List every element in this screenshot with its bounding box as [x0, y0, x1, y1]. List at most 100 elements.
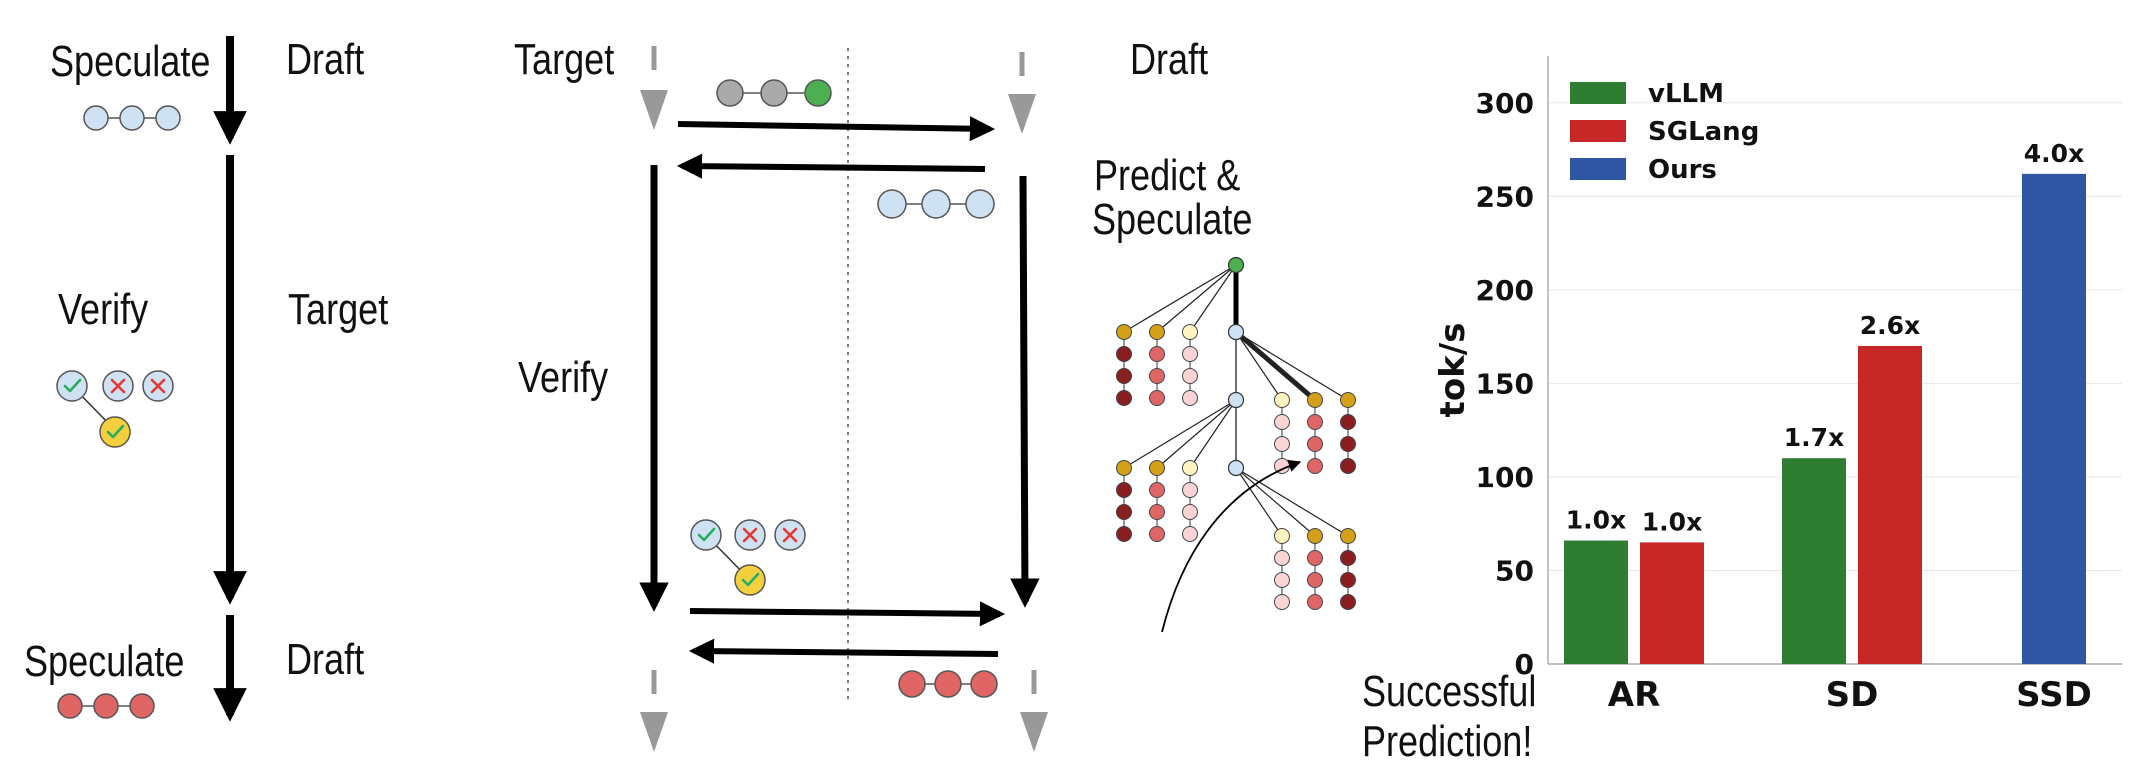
bar-sglang-ar — [1640, 542, 1704, 664]
bar-vllm-sd — [1782, 458, 1846, 664]
bonus-token — [99, 416, 131, 448]
predict-label: Predict & Speculate — [1092, 151, 1252, 244]
draft-label-bottom: Draft — [286, 635, 364, 684]
tree-node — [1149, 460, 1165, 476]
data-label: 2.6x — [1860, 311, 1920, 340]
draft-label: Draft — [1130, 35, 1208, 84]
bar-sglang-sd — [1858, 345, 1922, 664]
bonus-token — [804, 79, 832, 107]
tree-node — [1340, 458, 1356, 474]
legend-swatch — [1570, 82, 1626, 104]
tree-node — [1340, 528, 1356, 544]
y-tick-label: 250 — [1476, 180, 1534, 213]
legend-swatch — [1570, 158, 1626, 180]
tree-node — [1116, 526, 1132, 542]
draft-token — [57, 693, 83, 719]
tree-node — [1307, 436, 1323, 452]
y-tick-label: 200 — [1476, 274, 1534, 307]
cache-hit-return-arrow — [688, 638, 999, 664]
verify-label: Verify — [58, 285, 149, 334]
continuation-arrow-top-right — [1008, 52, 1036, 134]
tree-node — [1274, 436, 1290, 452]
tree-node — [1274, 392, 1290, 408]
draft-token — [83, 105, 109, 131]
speculated-tokens — [877, 189, 995, 219]
tree-node — [1274, 594, 1290, 610]
verification-result — [56, 370, 174, 448]
draft-label-top: Draft — [286, 35, 364, 84]
continuation-arrow-bottom-right — [1020, 670, 1048, 752]
tree-node — [1182, 346, 1198, 362]
committed-token — [760, 79, 788, 107]
accepted-token — [690, 519, 722, 551]
send-to-draft-arrow-2 — [689, 601, 1006, 627]
tree-node — [1116, 368, 1132, 384]
tree-node — [1149, 368, 1165, 384]
draft-token — [970, 670, 998, 698]
continuation-arrow-top-left — [640, 46, 668, 130]
tree-node — [1182, 482, 1198, 498]
speculate-label-top: Speculate — [50, 37, 210, 86]
draft-token — [155, 105, 181, 131]
tree-node — [1149, 482, 1165, 498]
accepted-prefix-tokens — [716, 79, 832, 107]
tree-spine-node — [1227, 323, 1245, 341]
committed-token — [716, 79, 744, 107]
tree-node — [1340, 436, 1356, 452]
tree-node — [1182, 368, 1198, 384]
tree-node — [1274, 528, 1290, 544]
draft-token — [921, 189, 951, 219]
y-tick-label: 150 — [1476, 367, 1534, 400]
draft-token — [877, 189, 907, 219]
predict-label-line2: Speculate — [1092, 195, 1252, 244]
draft-token — [129, 693, 155, 719]
tree-node — [1340, 594, 1356, 610]
speculation-tree — [1116, 256, 1356, 610]
x-tick-label: SD — [1826, 675, 1879, 715]
x-tick-label: SSD — [2016, 675, 2092, 715]
speculate-label-bottom: Speculate — [24, 637, 184, 686]
tree-node — [1149, 526, 1165, 542]
cached-tokens — [898, 670, 998, 698]
tree-node — [1182, 504, 1198, 520]
tree-node — [1149, 390, 1165, 406]
tree-node — [1149, 504, 1165, 520]
predict-label-line1: Predict & — [1094, 151, 1240, 200]
tree-node — [1274, 550, 1290, 566]
target-label: Target — [514, 35, 614, 84]
data-label: 1.0x — [1566, 506, 1626, 535]
data-label: 1.7x — [1784, 423, 1844, 452]
y-tick-label: 300 — [1476, 87, 1534, 120]
draft-token — [898, 670, 926, 698]
target-label: Target — [288, 285, 388, 334]
tree-node — [1307, 572, 1323, 588]
bar-vllm-ar — [1564, 540, 1628, 664]
tree-node — [1182, 526, 1198, 542]
tree-root-node — [1227, 256, 1245, 274]
draft-token — [965, 189, 995, 219]
async-panel: Target Draft Verify — [514, 35, 1536, 766]
send-to-target-arrow — [676, 153, 986, 179]
bar-ours-ssd — [2022, 173, 2086, 664]
legend-label: Ours — [1648, 155, 1717, 185]
data-label: 4.0x — [2024, 139, 2084, 168]
tree-node — [1307, 528, 1323, 544]
draft-token — [93, 693, 119, 719]
tree-node — [1182, 390, 1198, 406]
tree-node — [1340, 414, 1356, 430]
verification-result — [690, 519, 806, 596]
tree-node — [1116, 504, 1132, 520]
sequential-panel: Speculate Draft Verify Target Speculate … — [24, 35, 388, 722]
draft-token — [934, 670, 962, 698]
verify-label: Verify — [518, 353, 609, 402]
y-tick-label: 0 — [1515, 648, 1534, 681]
tree-spine-node — [1227, 459, 1245, 477]
x-tick-label: AR — [1608, 675, 1661, 715]
tree-node — [1274, 572, 1290, 588]
y-tick-label: 100 — [1476, 461, 1534, 494]
tree-node — [1116, 460, 1132, 476]
callout-arrow — [1161, 459, 1302, 633]
tree-node — [1116, 346, 1132, 362]
